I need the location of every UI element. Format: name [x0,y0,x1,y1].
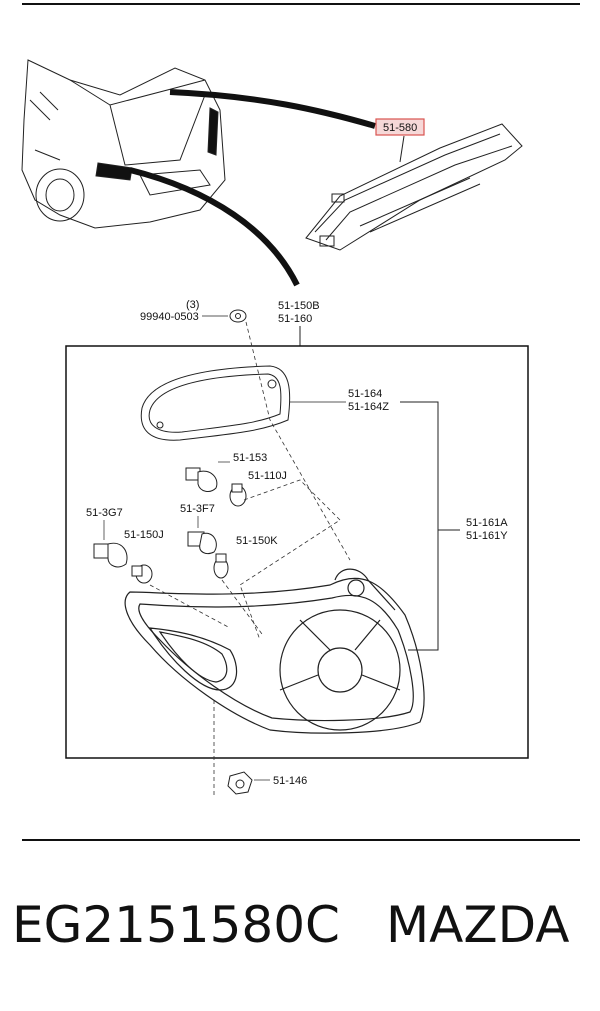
callout-51-580: 51-580 [383,122,417,134]
callout-51-164z: 51-164Z [348,401,389,413]
part-number: EG2151580C [12,896,340,954]
callout-51-161y: 51-161Y [466,530,508,542]
tail-lamp-assembly [124,568,425,734]
callout-51-164: 51-164 [348,388,382,400]
callout-99940-0503: 99940-0503 [140,311,199,323]
callout-51-110j: 51-110J [248,470,287,482]
qty-label: (3) [186,299,199,311]
nut-51-146-icon [227,771,253,795]
clip-icon [229,309,247,323]
bulb-51-150k-icon [213,553,229,579]
bulb-51-110j-icon [229,483,247,507]
leader-highbrake [169,89,376,129]
lamp-bracket [400,401,460,651]
callout-51-150j: 51-150J [124,529,164,541]
socket-51-153-icon [185,467,218,492]
leader-rearlamp [129,167,300,287]
vehicle-illustration [21,59,226,229]
gasket [140,365,291,441]
highlight-leader [399,135,405,163]
callout-51-153: 51-153 [233,452,267,464]
brand-name: MAZDA [386,896,570,954]
callout-51-150k: 51-150K [236,535,278,547]
guide-lines [149,321,351,796]
socket-51-3f7-icon [187,531,217,555]
callout-51-160: 51-160 [278,313,312,325]
callout-51-150b: 51-150B [278,300,320,312]
highlight-box [375,118,425,136]
callout-51-3g7: 51-3G7 [86,507,123,519]
detail-frame [65,345,529,759]
callout-51-146: 51-146 [273,775,307,787]
bulb-51-150j-icon [131,564,153,584]
socket-51-3g7-icon [93,542,128,568]
high-mount-brake-lamp [305,123,523,251]
footer-caption: EG2151580C MAZDA [0,896,600,976]
callout-51-161a: 51-161A [466,517,508,529]
callout-51-3f7: 51-3F7 [180,503,215,515]
